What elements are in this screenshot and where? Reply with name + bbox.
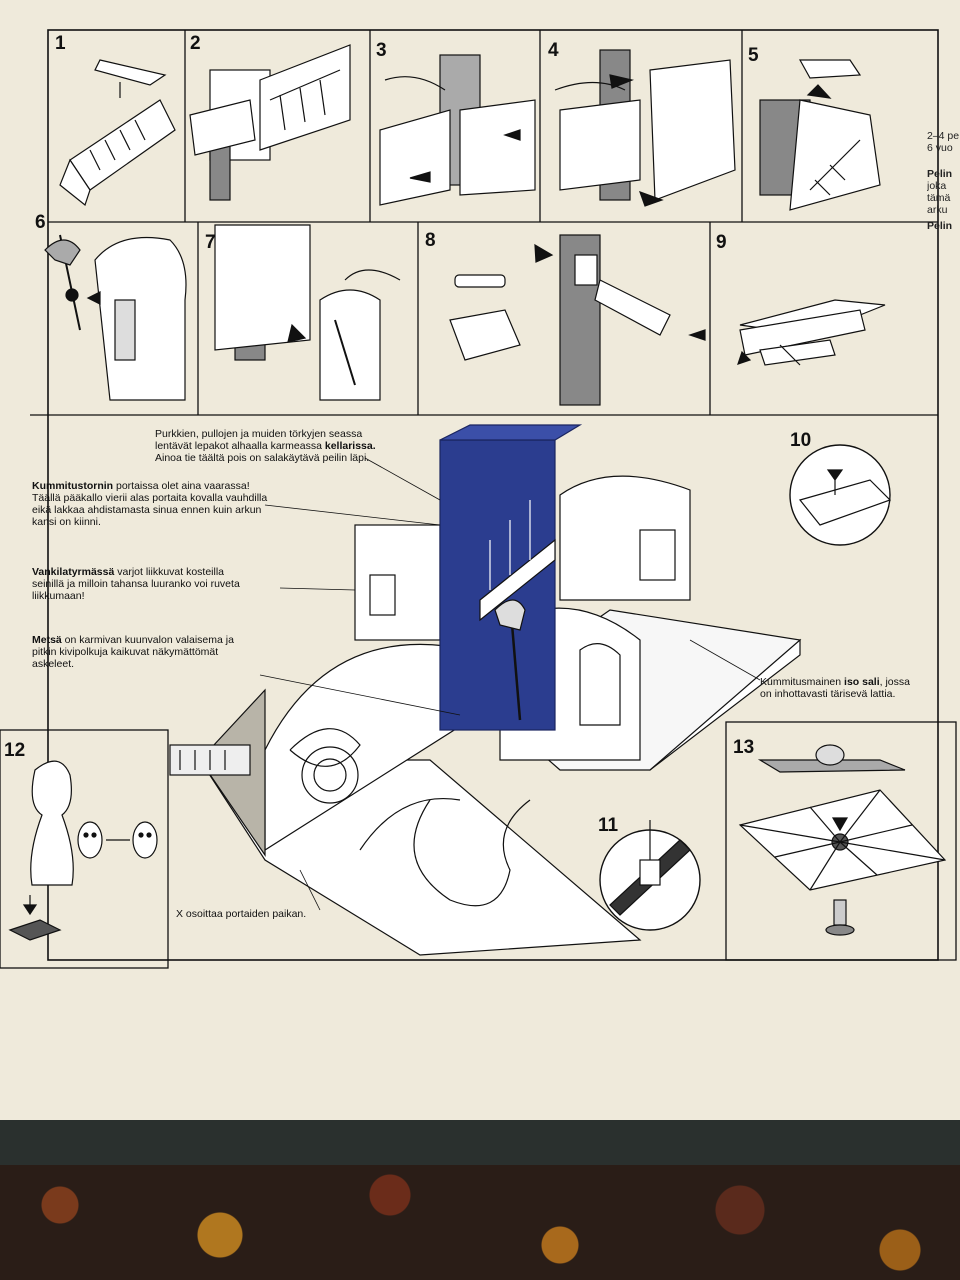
panel-2-illustration — [189, 44, 351, 201]
panel-10-illustration — [798, 469, 892, 526]
panel-1-illustration — [59, 59, 176, 207]
step-number-1: 1 — [55, 33, 66, 54]
panel-13-illustration — [738, 744, 947, 936]
caption-tower: Kummitustornin portaissa olet aina vaara… — [32, 480, 268, 528]
panel-9-illustration — [737, 299, 886, 366]
caption-dungeon: Vankilatyrmässä varjot liikkuvat kosteil… — [32, 566, 240, 602]
side-line-4: tämä — [927, 192, 951, 204]
side-line-2: 6 vuo — [927, 142, 953, 154]
carpet-background — [0, 1165, 960, 1280]
side-line-1: 2–4 pe — [927, 130, 960, 142]
dungeon-wall — [354, 524, 441, 641]
step-number-12: 12 — [4, 740, 26, 761]
tower — [439, 439, 556, 731]
step-number-2: 2 — [190, 33, 201, 54]
step-number-11: 11 — [598, 815, 619, 836]
step-number-7: 7 — [205, 232, 216, 253]
step-number-10: 10 — [790, 430, 812, 451]
box-edge — [0, 1120, 960, 1165]
side-line-5: arku — [927, 204, 948, 216]
step-number-4: 4 — [548, 40, 559, 61]
step-number-9: 9 — [716, 232, 727, 253]
side-pelin-label-2: Pelin — [927, 220, 953, 232]
panel-12-illustration — [8, 760, 158, 941]
step-number-5: 5 — [748, 45, 759, 66]
caption-stairs: X osoittaa portaiden paikan. — [176, 908, 307, 920]
panel-8-illustration — [449, 234, 706, 406]
panel-5-illustration — [759, 59, 881, 211]
side-column: 2–4 pe 6 vuo Pelin joka tämä arku Pelin — [927, 130, 960, 232]
panel-3-illustration — [379, 54, 536, 206]
instruction-diagram — [0, 29, 957, 969]
side-line-3: joka — [927, 180, 947, 192]
panel-7-illustration — [214, 224, 401, 401]
panel-6-illustration — [44, 234, 187, 401]
step-number-8: 8 — [425, 230, 436, 251]
caption-forest: Metsä on karmivan kuunvalon valaisema ja… — [32, 634, 234, 670]
panel-11-illustration — [609, 820, 691, 916]
step-number-6: 6 — [35, 212, 46, 233]
step-number-13: 13 — [733, 737, 755, 758]
game-board-illustration — [169, 424, 802, 956]
caption-cellar: Purkkien, pullojen ja muiden törkyjen se… — [155, 428, 376, 464]
side-pelin-label: Pelin — [927, 168, 953, 180]
caption-hall: Kummitusmainen iso sali, jossa on inhott… — [760, 676, 910, 700]
outer-frame — [47, 29, 939, 961]
panel-4-illustration — [554, 49, 736, 207]
step-number-3: 3 — [376, 40, 387, 61]
